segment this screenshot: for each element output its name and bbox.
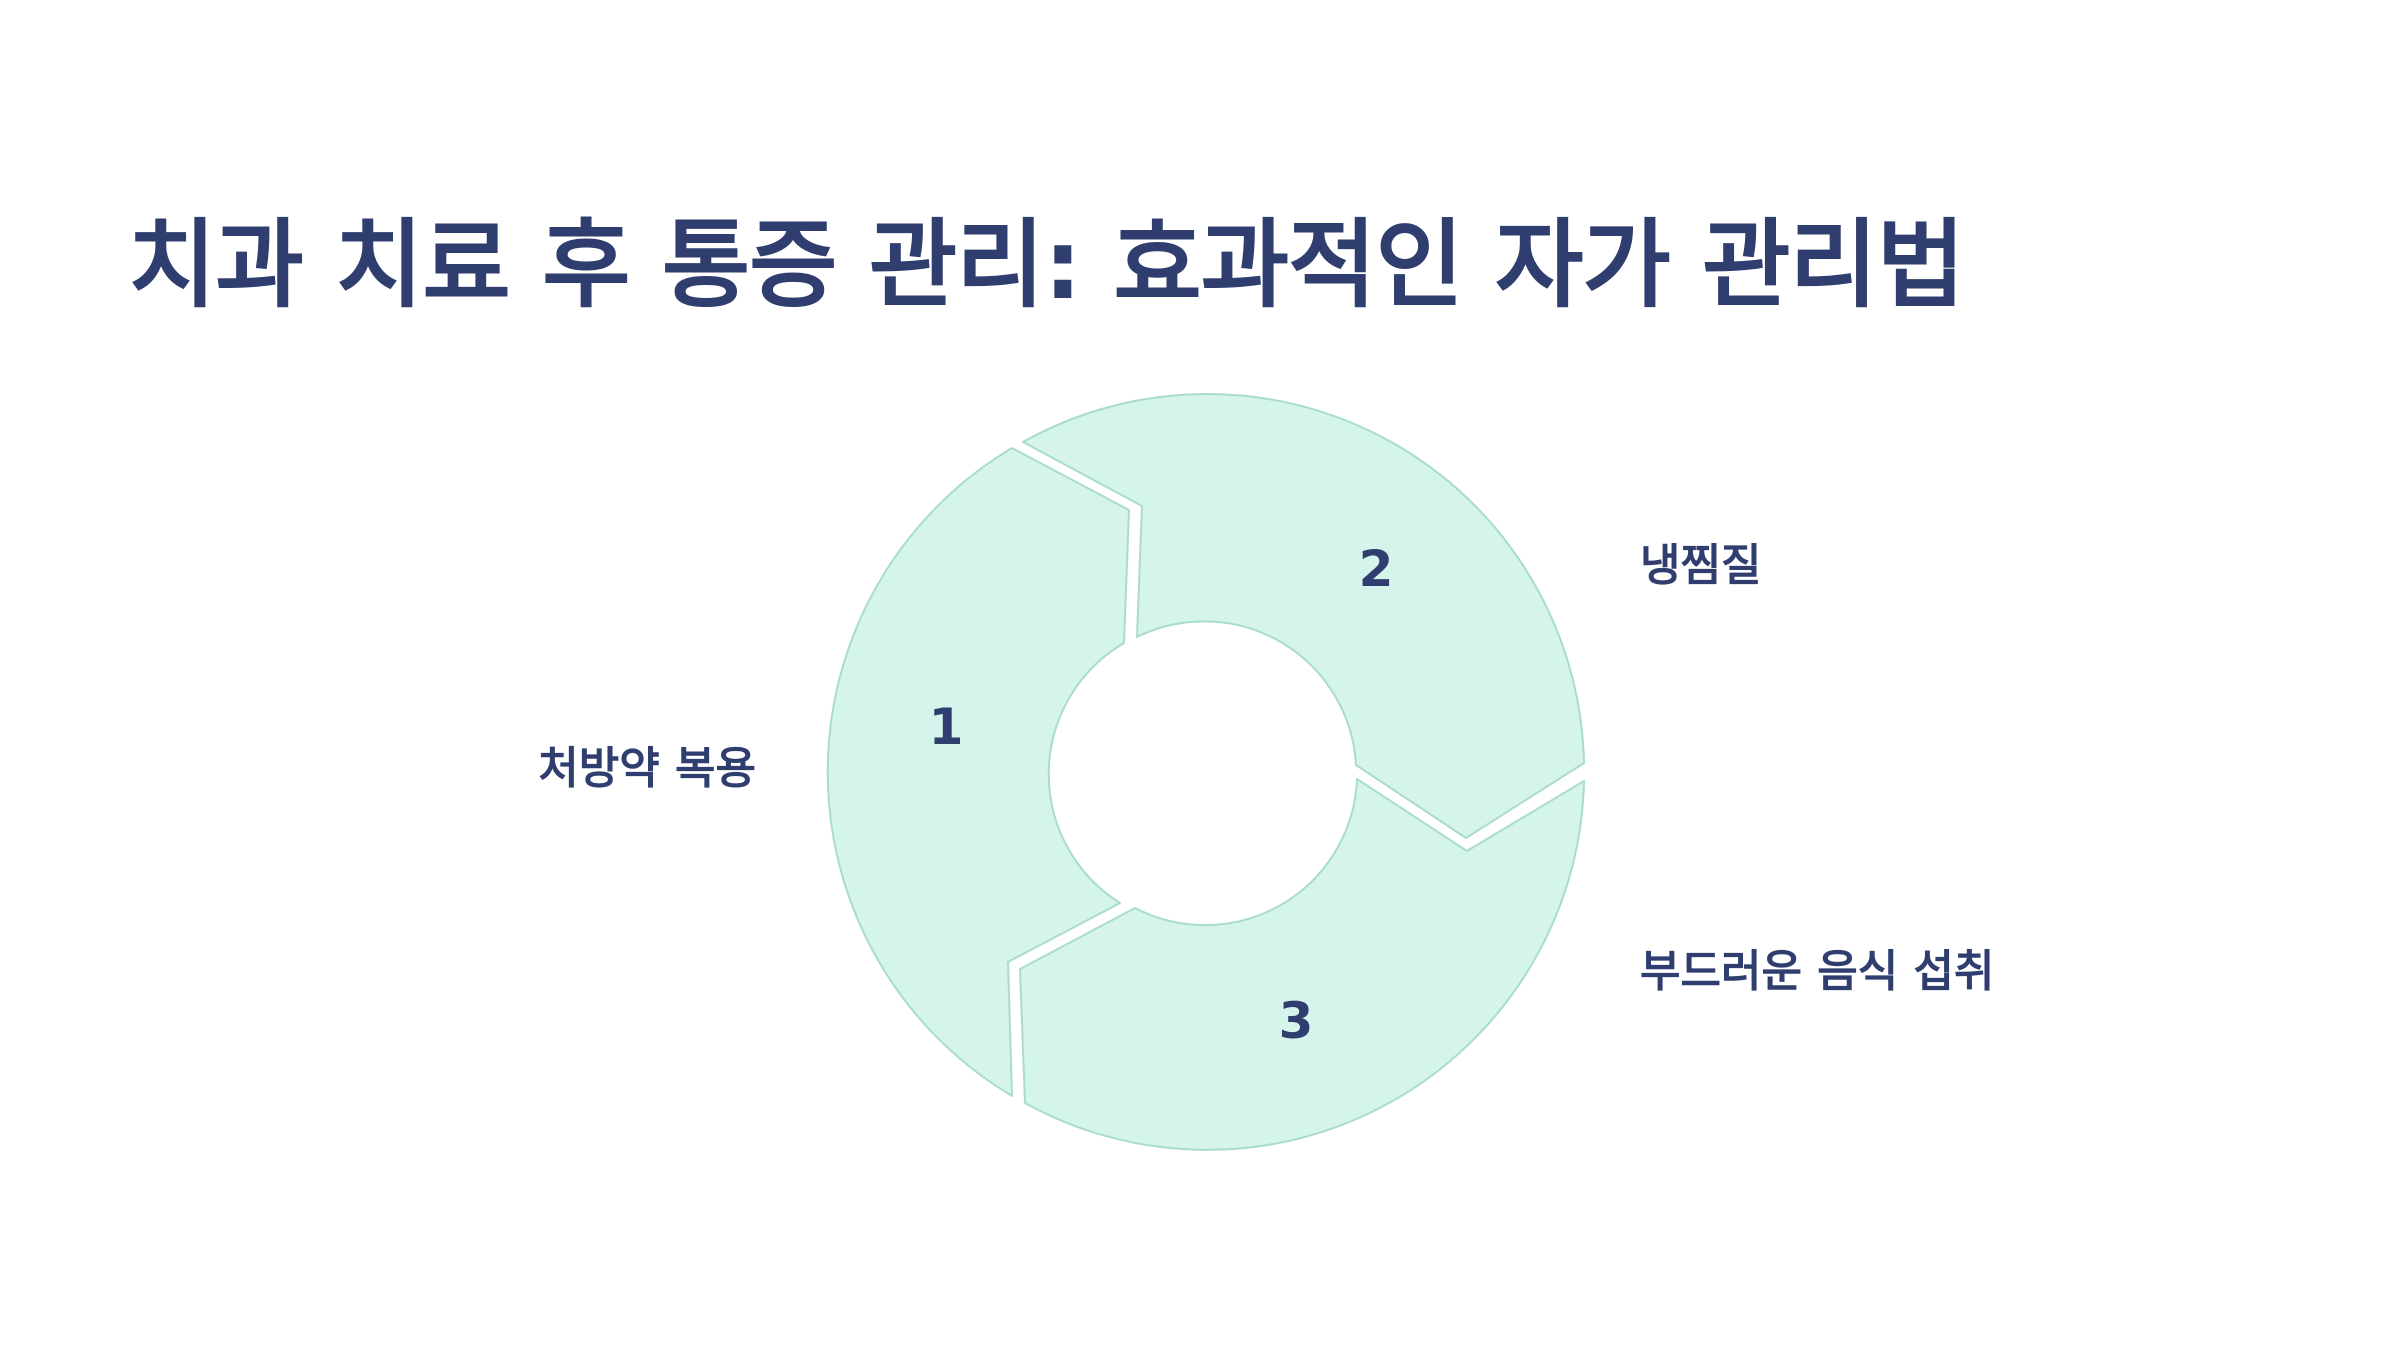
page-title: 치과 치료 후 통증 관리: 효과적인 자가 관리법 — [128, 209, 1965, 321]
step-label-3: 부드러운 음식 섭취 — [1640, 946, 1995, 997]
cycle-segment-1 — [826, 447, 1130, 1097]
cycle-segment-2 — [1022, 393, 1585, 839]
step-number-1: 1 — [929, 698, 964, 756]
step-label-2: 냉찜질 — [1640, 540, 1762, 591]
step-number-2: 2 — [1359, 540, 1394, 598]
cycle-segment-3 — [1019, 778, 1585, 1151]
step-label-1: 처방약 복용 — [538, 743, 756, 794]
step-number-3: 3 — [1279, 992, 1314, 1050]
